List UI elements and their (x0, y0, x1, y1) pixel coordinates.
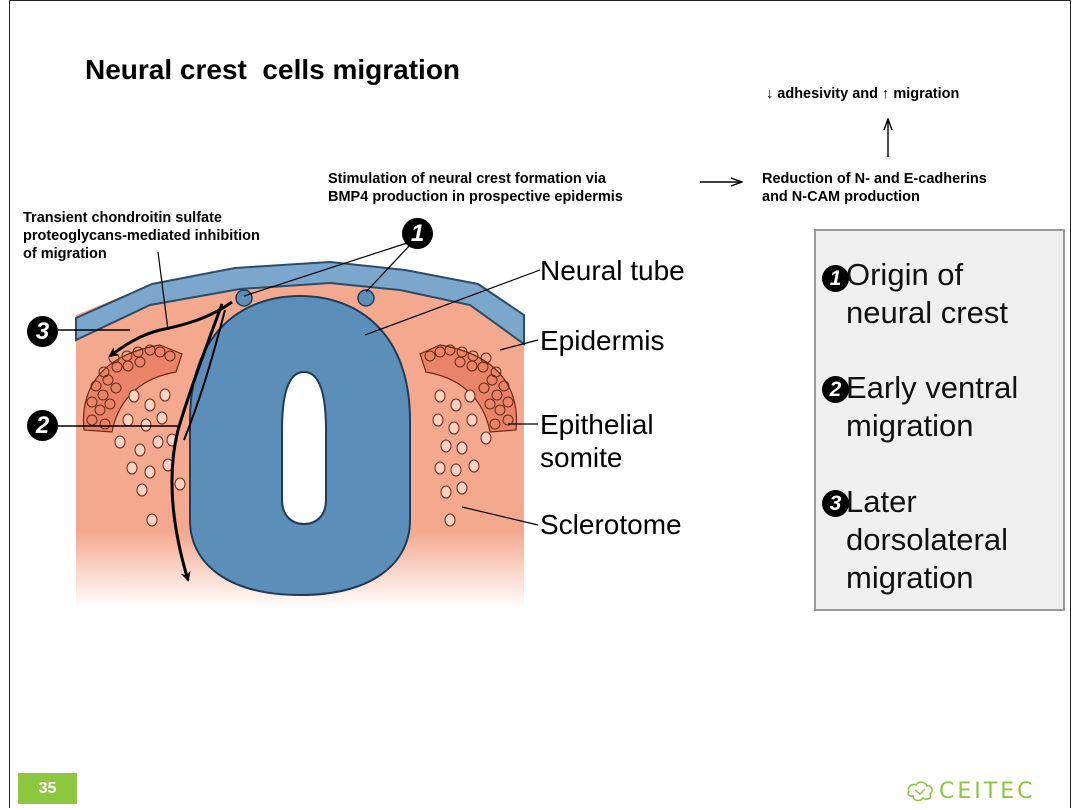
legend-number-3: 3 (822, 490, 849, 517)
label-epithelial-somite: Epithelial somite (540, 408, 654, 474)
page-number-badge: 35 (18, 773, 77, 804)
label-epidermis: Epidermis (540, 324, 664, 357)
legend-item-2: Early ventral migration (846, 369, 1018, 445)
neural-crest-cell-left (236, 290, 252, 306)
label-sclerotome: Sclerotome (540, 508, 682, 541)
ceitec-logo-icon (905, 780, 935, 802)
legend-number-1: 1 (822, 265, 849, 292)
marker-2-left: 2 (27, 410, 58, 441)
legend-number-2: 2 (822, 376, 849, 403)
marker-1-top: 1 (402, 218, 433, 249)
transient-inhibition-note: Transient chondroitin sulfate proteoglyc… (23, 209, 260, 263)
marker-3-left: 3 (27, 316, 58, 347)
legend-item-1: Origin of neural crest (846, 256, 1008, 332)
ceitec-logo: CEITEC (905, 778, 1035, 804)
reduction-note: Reduction of N- and E-cadherins and N-CA… (762, 170, 987, 206)
ceitec-logo-text: CEITEC (939, 779, 1035, 804)
adhesivity-note: ↓ adhesivity and ↑ migration (766, 85, 959, 103)
legend-item-3: Later dorsolateral migration (846, 483, 1008, 597)
neural-tube-lumen (282, 372, 326, 524)
neural-crest-cell-right (358, 290, 374, 306)
stimulation-note: Stimulation of neural crest formation vi… (328, 170, 623, 206)
label-neural-tube: Neural tube (540, 254, 685, 287)
